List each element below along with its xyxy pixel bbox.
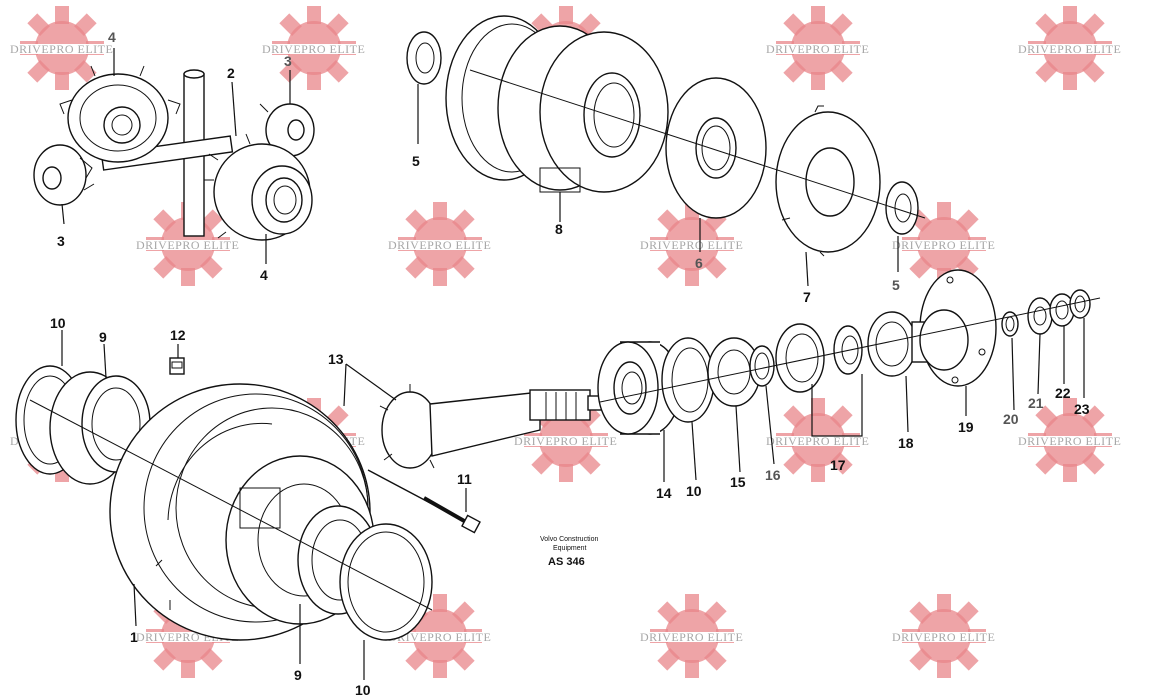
- friction-disc: [665, 77, 767, 219]
- callout-7: 7: [803, 289, 811, 305]
- shim: [749, 345, 775, 387]
- bearing-cup-outer: [867, 311, 917, 377]
- watermark-text: DRIVEPRO ELITE: [136, 238, 239, 252]
- watermark-text: DRIVEPRO ELITE: [514, 434, 617, 448]
- watermark-text: DRIVEPRO ELITE: [388, 630, 491, 644]
- watermark-text: DRIVEPRO ELITE: [766, 42, 869, 56]
- side-gear-upper: [59, 65, 181, 163]
- callout-20: 20: [1003, 411, 1019, 427]
- callout-9: 9: [99, 329, 107, 345]
- callout-6: 6: [695, 255, 703, 271]
- callout-18: 18: [898, 435, 914, 451]
- watermark-text: DRIVEPRO ELITE: [10, 42, 113, 56]
- callout-2: 2: [227, 65, 235, 81]
- callout-10: 10: [50, 315, 66, 331]
- drawing-code: AS 346: [548, 556, 585, 568]
- callout-12: 12: [170, 327, 186, 343]
- pinion-gear-left: [33, 144, 95, 206]
- differential-case-assembly: [15, 357, 481, 641]
- callout-23: 23: [1074, 401, 1090, 417]
- callout-10: 10: [686, 483, 702, 499]
- callout-5: 5: [892, 277, 900, 293]
- leader-lines: [61, 48, 1085, 680]
- flange-nut: [1027, 297, 1053, 335]
- watermark-text: DRIVEPRO ELITE: [1018, 42, 1121, 56]
- drive-pinion: [379, 384, 603, 469]
- bearing-cup-right: [339, 523, 433, 641]
- watermark-text: DRIVEPRO ELITE: [892, 630, 995, 644]
- bolt: [367, 469, 481, 534]
- caption-company: Volvo Construction: [540, 536, 598, 543]
- watermark-text: DRIVEPRO ELITE: [640, 630, 743, 644]
- nut: [169, 357, 185, 375]
- callout-4: 4: [108, 29, 116, 45]
- callout-21: 21: [1028, 395, 1044, 411]
- watermark-text: DRIVEPRO ELITE: [1018, 434, 1121, 448]
- watermark-text: DRIVEPRO ELITE: [640, 238, 743, 252]
- callout-19: 19: [958, 419, 974, 435]
- lock-washer: [1049, 293, 1075, 327]
- callout-13: 13: [328, 351, 344, 367]
- callout-9: 9: [294, 667, 302, 683]
- callout-8: 8: [555, 221, 563, 237]
- callout-16: 16: [765, 467, 781, 483]
- callout-5: 5: [412, 153, 420, 169]
- callout-10: 10: [355, 682, 371, 697]
- callout-11: 11: [457, 471, 472, 487]
- thrust-washer-right: [885, 181, 919, 235]
- thrust-washer-left: [406, 31, 442, 85]
- steel-plate: [775, 105, 881, 257]
- clutch-housing: [445, 15, 669, 193]
- clutch-pack: [406, 15, 926, 257]
- callout-3: 3: [284, 53, 292, 69]
- side-gear-lower: [204, 133, 313, 241]
- callout-15: 15: [730, 474, 746, 490]
- callout-22: 22: [1055, 385, 1071, 401]
- watermark-text: DRIVEPRO ELITE: [892, 238, 995, 252]
- pinion-bearing-outer: [775, 323, 863, 393]
- watermark-text: DRIVEPRO ELITE: [766, 434, 869, 448]
- drawing-caption: Volvo Construction Equipment AS 346: [540, 536, 598, 568]
- pinion-shaft-assembly: [379, 269, 1101, 469]
- callout-labels: 4 2 3 3 4 5 8 6 7 5 10 9 12 13 11 1 9 10…: [50, 29, 1090, 697]
- watermark-text: DRIVEPRO ELITE: [262, 42, 365, 56]
- callout-1: 1: [130, 629, 138, 645]
- watermark-text: DRIVEPRO ELITE: [388, 238, 491, 252]
- callout-4: 4: [260, 267, 268, 283]
- callout-3: 3: [57, 233, 65, 249]
- pinion-bearing-cup: [661, 337, 715, 423]
- differential-gear-set: [33, 65, 315, 241]
- callout-17: 17: [830, 457, 846, 473]
- caption-company-sub: Equipment: [553, 545, 587, 552]
- callout-14: 14: [656, 485, 672, 501]
